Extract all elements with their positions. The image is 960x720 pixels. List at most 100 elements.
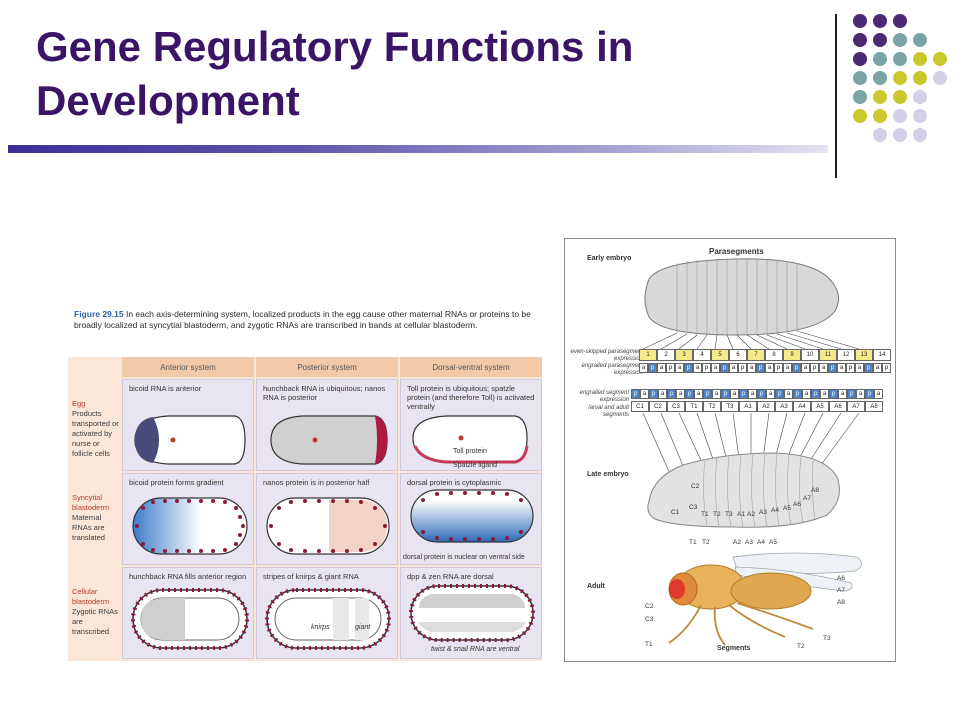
parasegment-cell: 12 — [837, 349, 855, 361]
pa-cell: a — [766, 389, 775, 399]
ap-cell: a — [837, 363, 846, 373]
ap-cell: p — [774, 363, 783, 373]
pa-cell: p — [649, 389, 658, 399]
cell-syncytial-posterior: nanos protein is in posterior half — [256, 473, 398, 565]
column-header-posterior: Posterior system — [256, 357, 398, 377]
adult-right-label: T2 — [797, 643, 805, 650]
cell-text: dorsal protein is cytoplasmic — [407, 478, 502, 487]
figure-caption-text: In each axis-determining system, localiz… — [74, 309, 531, 330]
late-label: C1 — [671, 509, 680, 516]
dot — [933, 52, 947, 66]
ap-cell: p — [756, 363, 765, 373]
late-label: A3 — [759, 509, 767, 516]
ap-cell: a — [657, 363, 666, 373]
dot — [913, 33, 927, 47]
cell-cellular-anterior: hunchback RNA fills anterior region — [122, 567, 254, 659]
ap-cell: p — [720, 363, 729, 373]
parasegment-cell: 9 — [783, 349, 801, 361]
column-header-anterior: Anterior system — [122, 357, 254, 377]
pa-cell: p — [703, 389, 712, 399]
pa-cell: p — [811, 389, 820, 399]
dot — [913, 90, 927, 104]
pa-cell: p — [667, 389, 676, 399]
pa-cell: a — [712, 389, 721, 399]
cell-egg-dorsal-ventral: Toll protein is ubiquitous; spatzle prot… — [400, 379, 542, 471]
dot — [893, 128, 907, 142]
ap-cell: a — [639, 363, 648, 373]
row-title: Egg — [72, 399, 86, 408]
adult-right-label: A8 — [837, 599, 845, 606]
pa-cell: a — [748, 389, 757, 399]
segment-cell: A2 — [757, 401, 775, 412]
cell-egg-posterior: hunchback RNA is ubiquitous; nanos RNA i… — [256, 379, 398, 471]
parasegment-cell: 3 — [675, 349, 693, 361]
segment-cell: A5 — [811, 401, 829, 412]
ap-cell: a — [765, 363, 774, 373]
engrailed-parasegment-label: engrailed parasegment expression — [581, 363, 643, 376]
column-header-dorsal-ventral: Dorsal-ventral system — [400, 357, 542, 377]
pa-cell: p — [793, 389, 802, 399]
adult-right-label: A6 — [837, 575, 845, 582]
pa-cell: a — [802, 389, 811, 399]
adult-top-label: T1 — [689, 539, 697, 546]
cell-text: dpp & zen RNA are dorsal — [407, 572, 494, 581]
pa-cell: p — [847, 389, 856, 399]
dorsal-protein-diagram — [410, 489, 534, 543]
dot — [853, 71, 867, 85]
pa-cell: a — [676, 389, 685, 399]
dot — [873, 33, 887, 47]
ap-cell: a — [693, 363, 702, 373]
segment-cell: C3 — [667, 401, 685, 412]
row-label-cellular: Cellular blastoderm Zygotic RNAs are tra… — [72, 587, 122, 637]
dot — [893, 52, 907, 66]
parasegment-cell: 2 — [657, 349, 675, 361]
pa-cell: a — [874, 389, 883, 399]
ap-cell: a — [729, 363, 738, 373]
parasegment-cell: 5 — [711, 349, 729, 361]
segment-cell: A3 — [775, 401, 793, 412]
figure-caption: Figure 29.15 In each axis-determining sy… — [74, 309, 538, 331]
dpp-zen-diagram — [409, 584, 535, 642]
ap-cell: a — [873, 363, 882, 373]
adult-left-label: T1 — [645, 641, 653, 648]
dot — [873, 52, 887, 66]
decorative-dot-grid — [850, 14, 950, 164]
knirps-giant-diagram — [265, 588, 391, 650]
late-label: A8 — [811, 487, 819, 494]
late-embryo-label: Late embryo — [587, 471, 629, 478]
pa-cell: a — [784, 389, 793, 399]
ap-cell: p — [648, 363, 657, 373]
title-underline — [8, 145, 828, 153]
dot — [893, 90, 907, 104]
dot — [893, 14, 907, 28]
row-title: Cellular blastoderm — [72, 587, 110, 606]
segment-cell: T3 — [721, 401, 739, 412]
giant-label: giant — [355, 624, 371, 631]
cell-text: stripes of knirps & giant RNA — [263, 572, 359, 581]
dot — [853, 33, 867, 47]
cell-text: nanos protein is in posterior half — [263, 478, 370, 487]
gradient-diagram — [132, 497, 248, 555]
knirps-label: knirps — [311, 624, 330, 631]
cell-egg-anterior: bicoid RNA is anterior — [122, 379, 254, 471]
dot — [873, 71, 887, 85]
dot — [893, 109, 907, 123]
adult-top-label: A5 — [769, 539, 777, 546]
even-skipped-label: even-skipped parasegment expression — [570, 349, 643, 362]
segment-cell: A6 — [829, 401, 847, 412]
late-label: A1 — [737, 511, 745, 518]
pa-cell: a — [820, 389, 829, 399]
parasegment-cell: 1 — [639, 349, 657, 361]
toll-protein-label: Toll protein — [453, 448, 487, 455]
row-subtitle: Products transported or activated by nur… — [72, 409, 119, 458]
egg-diagram — [134, 415, 246, 465]
segment-cell: C1 — [631, 401, 649, 412]
adult-left-label: C3 — [645, 616, 654, 623]
parasegment-cell: 13 — [855, 349, 873, 361]
dot — [893, 71, 907, 85]
cell-text: Toll protein is ubiquitous; spatzle prot… — [407, 384, 535, 411]
engrailed-segment-label: engrailed segment expression — [579, 390, 629, 403]
embryo-illustration — [642, 258, 862, 646]
pa-cell: p — [865, 389, 874, 399]
spatzle-ligand-label: Spatzle ligand — [453, 462, 497, 469]
